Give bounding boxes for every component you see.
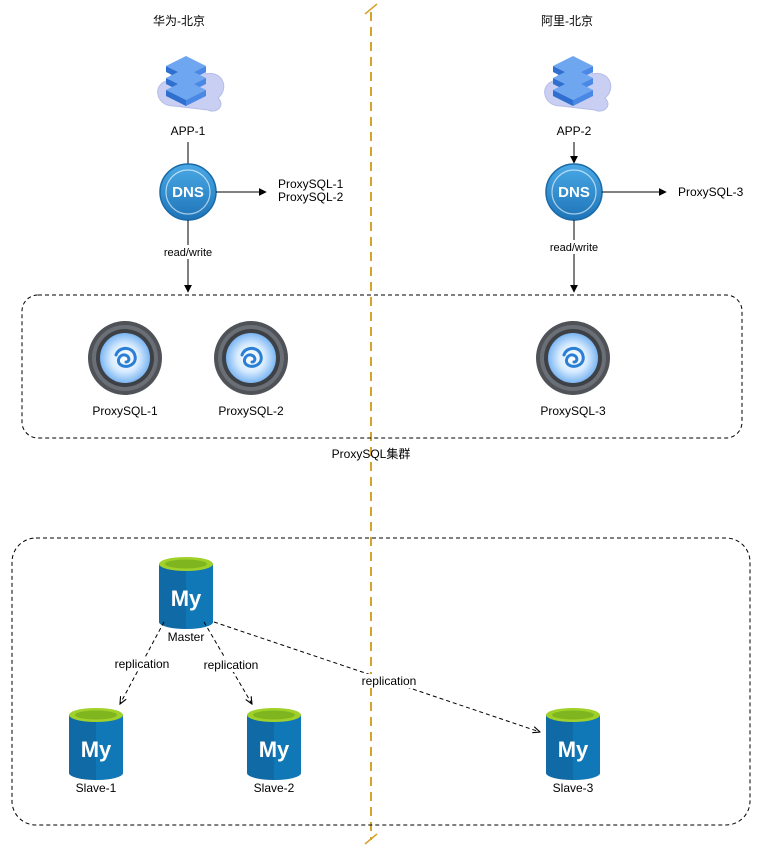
- mysql-slave-3-icon: My: [546, 708, 600, 780]
- divider-top-cap: [364, 3, 378, 15]
- svg-text:My: My: [171, 586, 202, 611]
- dns-1-target-2: ProxySQL-2: [278, 190, 344, 204]
- svg-text:My: My: [81, 737, 112, 762]
- proxysql-icon: [534, 319, 612, 397]
- edge-label-bg: [359, 674, 419, 688]
- cloud-server-icon: [157, 55, 225, 112]
- svg-text:DNS: DNS: [172, 184, 204, 201]
- svg-text:DNS: DNS: [558, 184, 590, 201]
- master-label: Master: [168, 630, 205, 644]
- mysql-slave-2-icon: My: [247, 708, 301, 780]
- replication-label-2: replication: [204, 658, 259, 672]
- region-title-left: 华为-北京: [153, 14, 205, 28]
- slave-3-label: Slave-3: [553, 781, 594, 795]
- edge-label-bg: [546, 240, 602, 254]
- divider-bottom-cap: [364, 833, 378, 845]
- replication-edge-3: [213, 621, 540, 732]
- mysql-master-icon: My: [159, 557, 213, 629]
- proxysql-icon: [212, 319, 290, 397]
- dns-2-edge-label: read/write: [550, 242, 598, 254]
- replication-label-1: replication: [115, 657, 170, 671]
- mysql-slave-1-icon: My: [69, 708, 123, 780]
- svg-text:My: My: [558, 737, 589, 762]
- slave-2-label: Slave-2: [254, 781, 295, 795]
- app-1-label: APP-1: [171, 124, 206, 138]
- slave-1-label: Slave-1: [76, 781, 117, 795]
- replication-edge-1: [120, 621, 165, 704]
- edge-label-bg: [201, 658, 261, 672]
- region-title-right: 阿里-北京: [541, 14, 593, 28]
- edge-label-bg: [112, 657, 172, 671]
- dns-1-edge-label: read/write: [164, 247, 212, 259]
- proxysql-cluster-box: [21, 294, 743, 439]
- proxysql-icon: [86, 319, 164, 397]
- proxysql-1-label: ProxySQL-1: [92, 404, 158, 418]
- proxysql-2-label: ProxySQL-2: [218, 404, 284, 418]
- dns-1-icon: DNS: [159, 163, 217, 221]
- proxysql-3-label: ProxySQL-3: [540, 404, 606, 418]
- mysql-cluster-box: [11, 537, 751, 826]
- app-2-label: APP-2: [557, 124, 592, 138]
- dns-1-target-1: ProxySQL-1: [278, 177, 344, 191]
- cloud-server-icon: [544, 55, 612, 112]
- svg-text:My: My: [259, 737, 290, 762]
- proxysql-cluster-label: ProxySQL集群: [332, 446, 411, 461]
- replication-label-3: replication: [362, 674, 417, 688]
- dns-2-icon: DNS: [545, 163, 603, 221]
- edge-label-bg: [160, 245, 216, 259]
- dns-2-target-1: ProxySQL-3: [678, 185, 744, 199]
- replication-edge-2: [203, 621, 252, 704]
